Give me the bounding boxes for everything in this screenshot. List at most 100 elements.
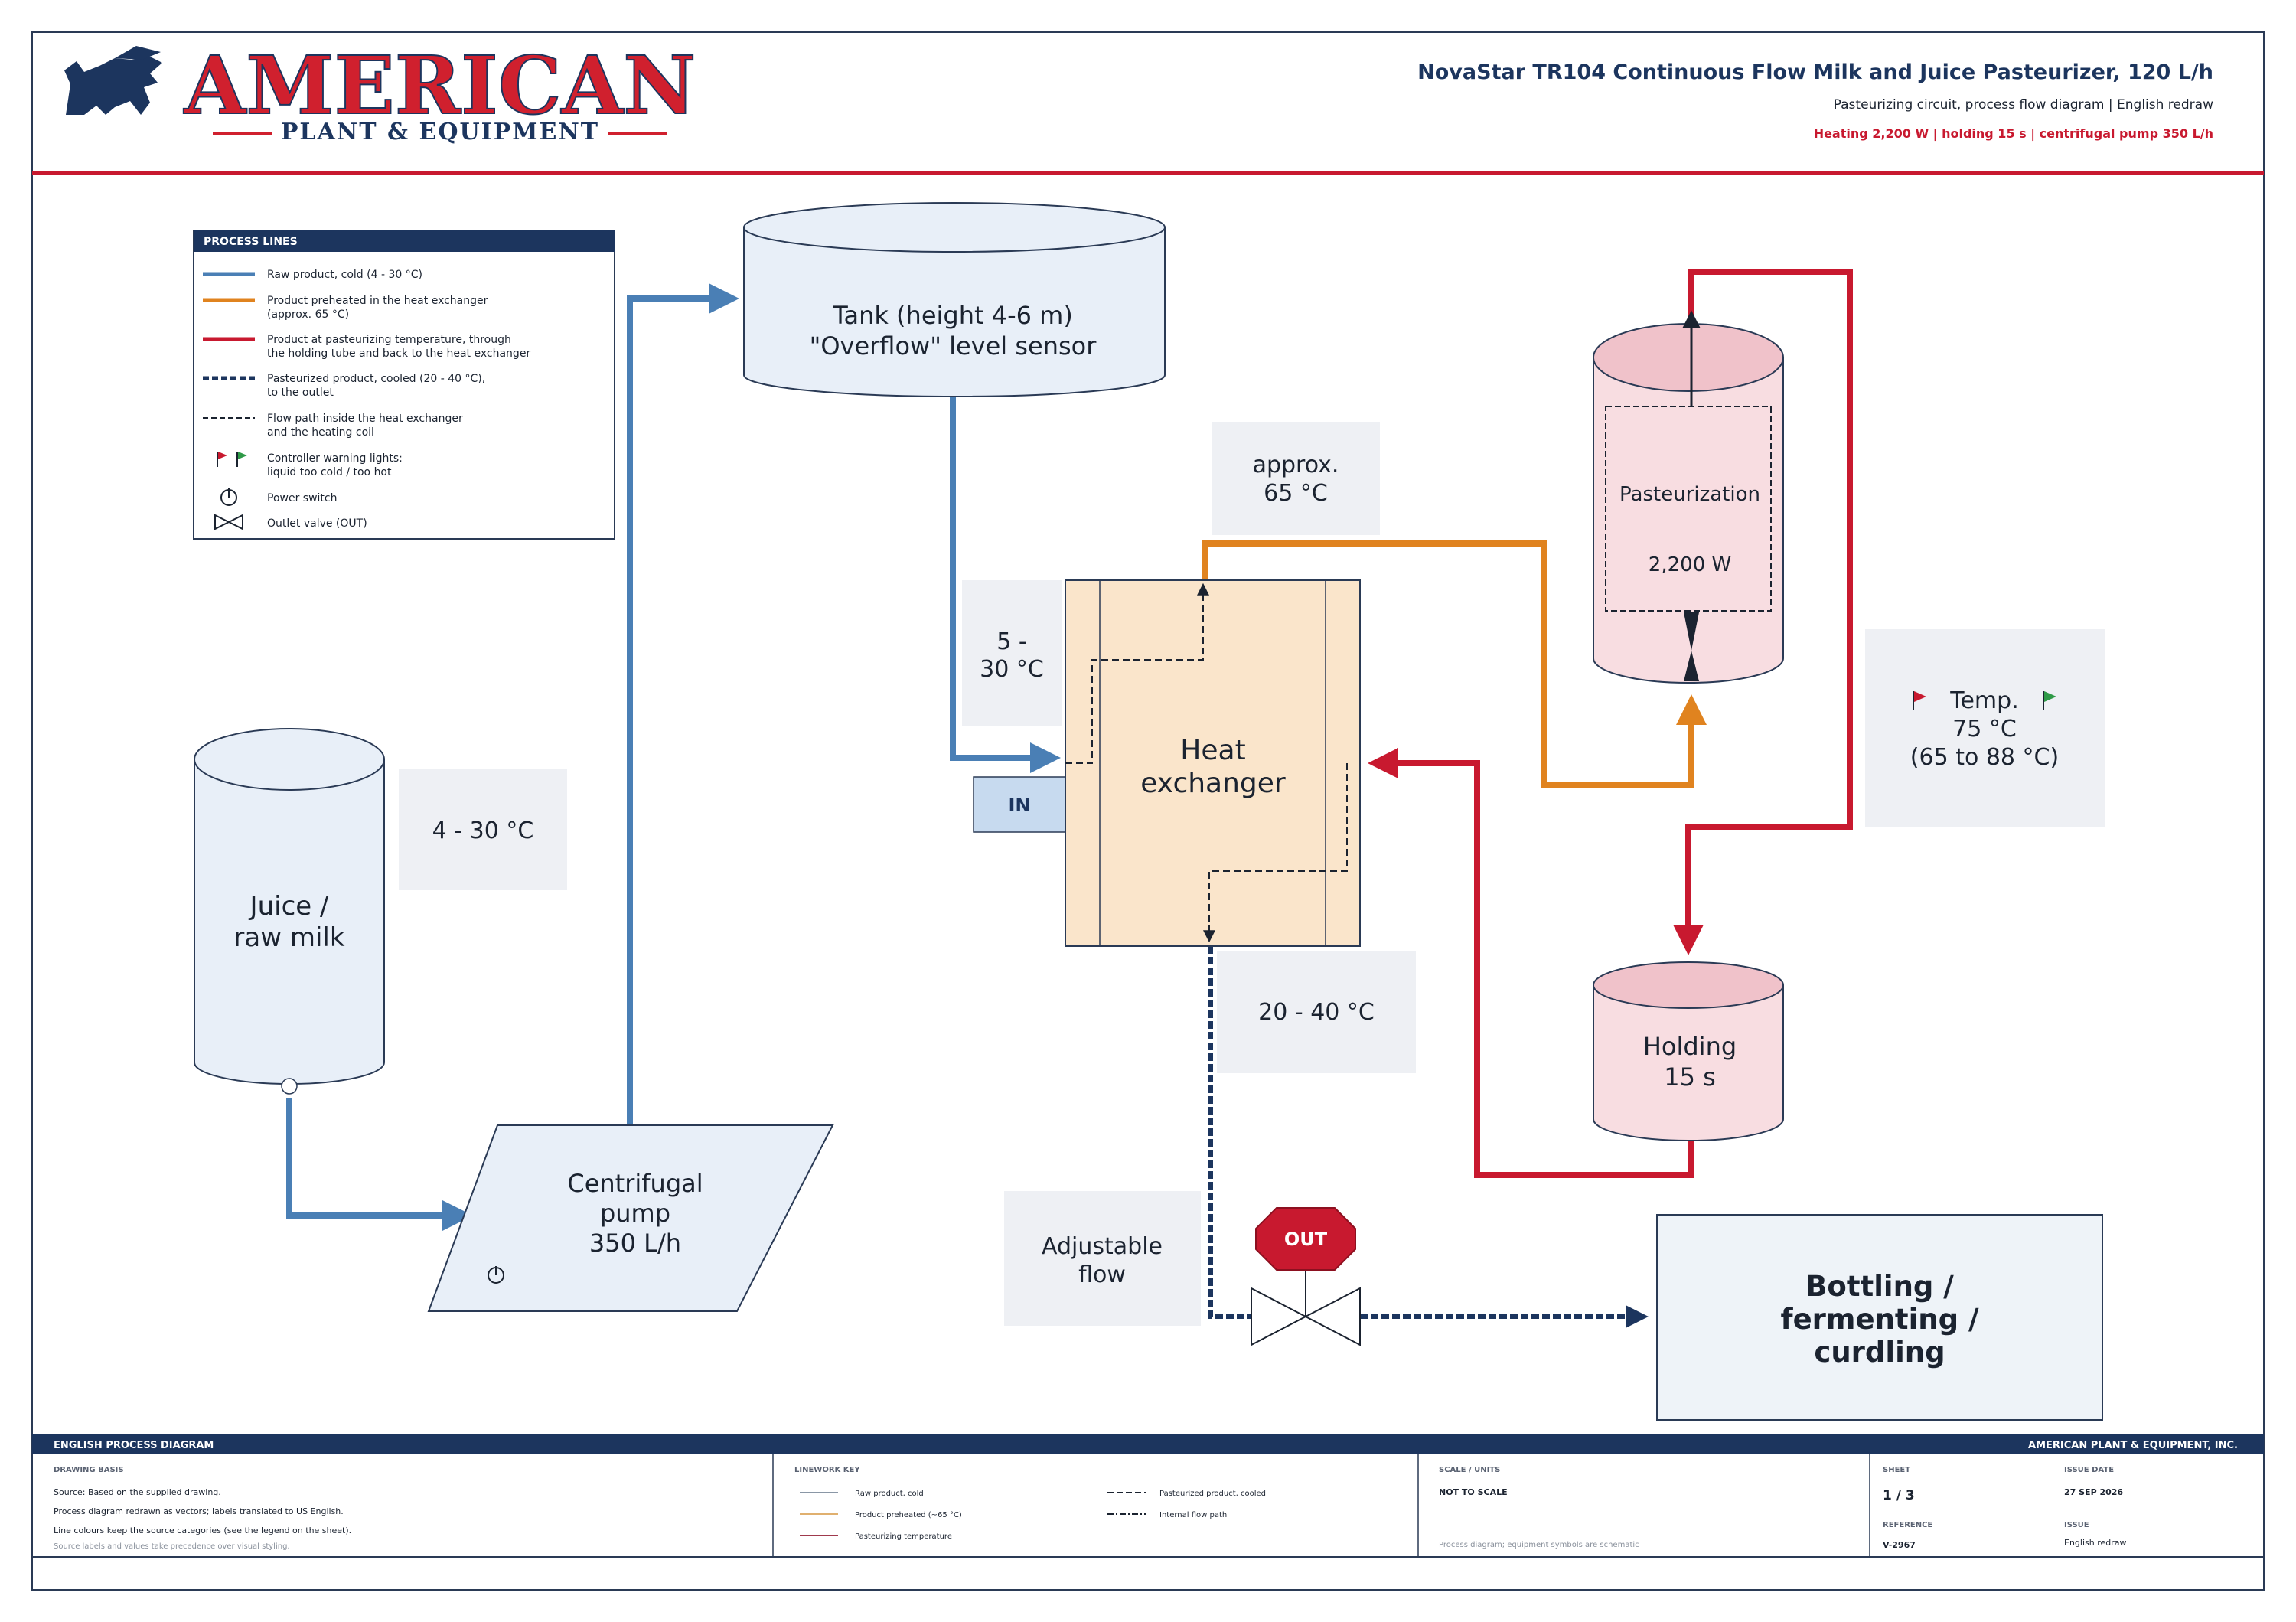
issue-value: English redraw xyxy=(2064,1538,2127,1548)
temp-controller-note xyxy=(1865,629,2105,827)
page-subtitle: Pasteurizing circuit, process flow diagr… xyxy=(1834,97,2213,113)
logo-main-text: AMERICAN xyxy=(184,38,696,132)
legend-item-label: Pasteurized product, cooled (20 - 40 °C)… xyxy=(267,373,485,385)
hx-internal-path-in xyxy=(1065,583,1209,764)
issue-date-value: 27 SEP 2026 xyxy=(2064,1487,2123,1497)
temp-label: (65 to 88 °C) xyxy=(1910,744,2059,771)
flow-restrictor-icon xyxy=(1684,612,1699,681)
svg-text:Raw product, cold (4 - 30 °C): Raw product, cold (4 - 30 °C) xyxy=(267,269,422,281)
drawing-basis-heading: DRAWING BASIS xyxy=(54,1466,124,1474)
pasteurization-label: Pasteurization xyxy=(1619,483,1760,506)
adjustable-flow-note xyxy=(1004,1191,1201,1326)
sheet-heading: SHEET xyxy=(1883,1466,1910,1474)
svg-text:Product at pasteurizing temper: Product at pasteurizing temperature, thr… xyxy=(267,334,530,360)
linework-key-item: Pasteurizing temperature xyxy=(855,1532,952,1541)
page-title: NovaStar TR104 Continuous Flow Milk and … xyxy=(1417,60,2213,84)
hx-label: exchanger xyxy=(1140,768,1286,799)
drawing-basis-line: Source: Based on the supplied drawing. xyxy=(54,1487,221,1497)
svg-text:Temp.75 °C(65 to 88 °C): Temp.75 °C(65 to 88 °C) xyxy=(1910,687,2059,771)
holding-label: 15 s xyxy=(1664,1062,1716,1092)
legend-item-label: liquid too cold / too hot xyxy=(267,466,392,478)
adjustable-flow-label: flow xyxy=(1078,1261,1126,1288)
bottling-station: Bottling /fermenting /curdling xyxy=(1656,1214,2103,1421)
bottling-label: curdling xyxy=(1814,1336,1945,1369)
legend-item-label: Product at pasteurizing temperature, thr… xyxy=(267,334,511,346)
legend-item-label: (approx. 65 °C) xyxy=(267,308,349,321)
raw-temp-label: 4 - 30 °C xyxy=(432,818,534,844)
svg-text:Product preheated in the heat: Product preheated in the heat exchanger(… xyxy=(267,295,488,321)
svg-text:Power switch: Power switch xyxy=(267,492,337,504)
svg-text:Pasteurized product, cooled (2: Pasteurized product, cooled (20 - 40 °C)… xyxy=(267,373,485,399)
griffin-emblem-icon xyxy=(64,46,162,115)
preheat-temp-note xyxy=(1212,422,1380,535)
linework-key-item: Pasteurized product, cooled xyxy=(1159,1490,1266,1498)
too-cold-flag-icon xyxy=(1913,691,1926,710)
holding-label: Holding xyxy=(1643,1032,1737,1061)
legend-item-label: and the heating coil xyxy=(267,426,374,439)
in-tag xyxy=(973,776,1066,833)
title-block: ENGLISH PROCESS DIAGRAM AMERICAN PLANT &… xyxy=(32,1434,2264,1558)
footer-band-left: ENGLISH PROCESS DIAGRAM xyxy=(54,1440,214,1451)
svg-text:approx.65 °C: approx.65 °C xyxy=(1253,452,1339,507)
pump-power-switch-icon[interactable] xyxy=(488,1266,504,1284)
sheet-border xyxy=(31,31,2265,1591)
drawing-basis-line: Process diagram redrawn as vectors; labe… xyxy=(54,1506,344,1516)
svg-text:Juice /raw milk: Juice /raw milk xyxy=(233,891,344,953)
pasteurization-vessel: Pasteurization 2,200 W xyxy=(1593,310,1784,684)
pipe-cooled-outlet xyxy=(1208,946,1251,1319)
pasteurization-label: 2,200 W xyxy=(1649,553,1731,576)
pump-label: 350 L/h xyxy=(589,1229,681,1258)
out-tag xyxy=(1255,1207,1356,1271)
power-switch-icon xyxy=(220,488,237,506)
outlet-valve-icon xyxy=(214,514,243,530)
legend-item-label: Outlet valve (OUT) xyxy=(267,517,367,530)
linework-key-item: Internal flow path xyxy=(1159,1511,1227,1519)
page-specs: Heating 2,200 W | holding 15 s | centrif… xyxy=(1814,126,2213,142)
pipe-pump-to-tank xyxy=(627,283,739,1125)
pump-label: pump xyxy=(600,1199,670,1228)
temp-label: Temp. xyxy=(1949,687,2019,714)
adjustable-flow-label: Adjustable xyxy=(1042,1233,1163,1260)
svg-text:5 -30 °C: 5 -30 °C xyxy=(980,628,1044,683)
svg-text:Tank (height 4-6 m)"Overflow": Tank (height 4-6 m)"Overflow" level sens… xyxy=(810,301,1097,361)
svg-text:Bottling /fermenting /curdling: Bottling /fermenting /curdling xyxy=(1780,1270,1979,1369)
issue-date-heading: ISSUE DATE xyxy=(2064,1466,2114,1474)
bottling-label: Bottling / xyxy=(1805,1270,1954,1303)
linework-key-heading: LINEWORK KEY xyxy=(794,1466,860,1474)
raw-temp-note xyxy=(399,769,567,890)
hx-internal-path-out xyxy=(1203,763,1348,943)
raw-tank-label: Juice / xyxy=(249,891,329,922)
temp-label: 75 °C xyxy=(1952,716,2017,742)
inlet-temp-label: 30 °C xyxy=(980,656,1044,683)
scale-heading: SCALE / UNITS xyxy=(1439,1466,1500,1474)
reference-value: V-2967 xyxy=(1883,1540,1916,1550)
pipe-holding-to-hx xyxy=(1368,748,1694,1178)
raw-product-tank: Juice /raw milk xyxy=(194,728,385,1095)
pipe-preheated xyxy=(1202,540,1707,788)
legend-item-label: the holding tube and back to the heat ex… xyxy=(267,348,530,360)
outlet-valve[interactable]: OUT xyxy=(1251,1207,1361,1346)
feed-tank-label: Tank (height 4-6 m) xyxy=(832,301,1073,330)
warning-flags-icon xyxy=(217,452,247,467)
raw-tank-label: raw milk xyxy=(233,922,344,953)
hx-label: Heat xyxy=(1180,735,1245,766)
pump-label: Centrifugal xyxy=(567,1169,703,1198)
legend-title: PROCESS LINES xyxy=(204,236,298,248)
logo-sub-text: PLANT & EQUIPMENT xyxy=(281,119,599,145)
outlet-temp-note xyxy=(1217,951,1416,1073)
reference-heading: REFERENCE xyxy=(1883,1521,1932,1529)
pipe-tank-to-hx xyxy=(950,395,1061,773)
inlet-temp-label: 5 - xyxy=(996,628,1026,655)
bottling-label: fermenting / xyxy=(1780,1303,1979,1336)
legend-item-label: Product preheated in the heat exchanger xyxy=(267,295,488,307)
preheat-temp-label: 65 °C xyxy=(1264,480,1328,507)
feed-tank: Tank (height 4-6 m)"Overflow" level sens… xyxy=(743,202,1166,397)
feed-tank-label: "Overflow" level sensor xyxy=(810,331,1097,361)
